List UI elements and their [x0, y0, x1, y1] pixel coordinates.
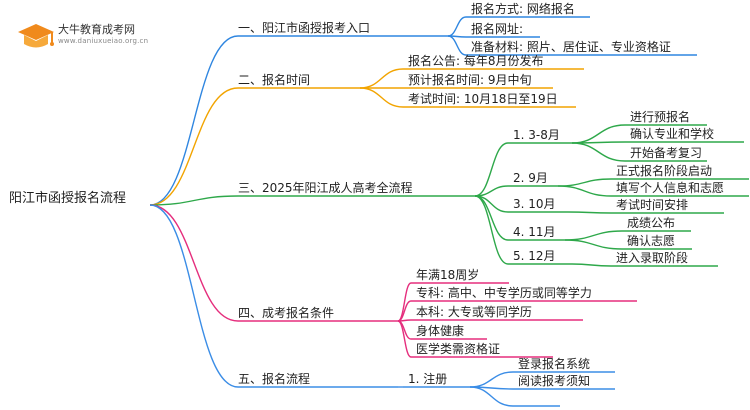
leaf-topic: 开始备考复习 [630, 146, 703, 160]
subtopic-link [359, 87, 404, 108]
leaf-link [571, 142, 626, 162]
leaf-topic: 进入录取阶段 [616, 251, 689, 265]
subtopic: 医学类需资格证 [416, 342, 501, 356]
root-link [149, 204, 239, 388]
leaf-link [557, 178, 612, 187]
subtopic-link [474, 142, 509, 197]
subtopic: 3. 10月 [513, 197, 556, 211]
subtopic-link [447, 16, 467, 37]
subtopic: 4. 11月 [513, 225, 556, 239]
root-link [149, 204, 239, 322]
branch-topic: 一、阳江市函授报考入口 [238, 21, 371, 35]
subtopic: 本科: 大专或等同学历 [416, 305, 532, 319]
subtopic: 1. 3-8月 [513, 128, 560, 142]
leaf-topic: 成绩公布 [627, 216, 676, 230]
subtopic: 报名方式: 网络报名 [471, 2, 575, 16]
leaf-link [564, 239, 623, 250]
branch-topic: 二、报名时间 [238, 73, 311, 87]
graduation-cap-logo-icon [18, 24, 54, 48]
brand-site: www.daniuxueiao.org.cn [58, 37, 149, 45]
leaf-topic: 进行预报名 [630, 110, 691, 124]
leaf-link [469, 371, 514, 388]
subtopic: 准备材料: 照片、居住证、专业资格证 [471, 40, 671, 54]
subtopic: 考试时间: 10月18日至19日 [408, 92, 558, 106]
leaf-topic: 填写个人信息和志愿 [616, 181, 725, 195]
leaf-link [557, 185, 612, 197]
branch-topic: 五、报名流程 [238, 372, 311, 386]
subtopic: 1. 注册 [408, 372, 448, 386]
leaf-link [469, 386, 514, 407]
leaf-link [564, 230, 623, 241]
leaf-topic: 确认志愿 [627, 234, 676, 248]
leaf-link [571, 263, 612, 267]
leaf-topic: 考试时间安排 [616, 198, 689, 212]
root-topic: 阳江市函授报名流程 [9, 191, 127, 206]
subtopic-link [474, 195, 509, 265]
root-link [149, 87, 239, 206]
leaf-link [571, 124, 626, 144]
subtopic: 报名公告: 每年8月份发布 [408, 54, 544, 68]
subtopic-link [397, 320, 412, 358]
leaf-topic: 正式报名阶段启动 [616, 164, 713, 178]
leaf-topic: 阅读报考须知 [518, 374, 591, 388]
subtopic: 年满18周岁 [416, 268, 480, 282]
subtopic: 5. 12月 [513, 249, 556, 263]
subtopic: 预计报名时间: 9月中旬 [408, 73, 532, 87]
brand-name: 大牛教育成考网 [58, 23, 135, 36]
leaf-link [567, 211, 612, 214]
subtopic: 2. 9月 [513, 171, 548, 185]
root-link [149, 195, 239, 206]
branch-topic: 四、成考报名条件 [238, 306, 335, 320]
leaf-topic: 确认专业和学校 [630, 127, 715, 141]
branch-topic: 三、2025年阳江成人高考全流程 [238, 181, 413, 195]
subtopic-link [359, 68, 404, 89]
subtopic-link [447, 35, 467, 56]
leaf-topic: 登录报名系统 [518, 357, 591, 371]
subtopic-link [474, 195, 509, 241]
root-link [149, 35, 239, 206]
subtopic: 专科: 高中、中专学历或同等学力 [416, 286, 592, 300]
subtopic: 报名网址: [471, 22, 524, 36]
subtopic: 身体健康 [416, 324, 465, 338]
